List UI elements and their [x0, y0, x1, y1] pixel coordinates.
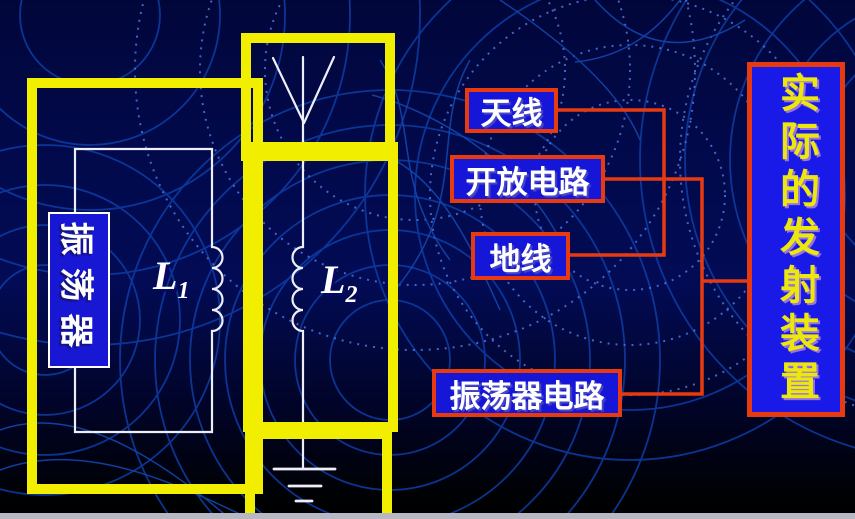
ground-callout-label: 地线 [489, 241, 552, 277]
coil-L2-label: L2 [321, 257, 358, 308]
open-circuit-callout: 开放电路 [450, 155, 605, 203]
ground-frame [245, 429, 392, 519]
antenna-wire-coil [291, 55, 305, 471]
oscillator-source-box: 振荡器 [48, 212, 110, 368]
antenna-callout-label: 天线 [480, 96, 543, 131]
antenna-callout: 天线 [465, 88, 558, 133]
antenna-frame [241, 33, 395, 161]
ground-symbol [272, 467, 337, 503]
actual-transmitter-device-label: 实际的发射装置 [774, 71, 819, 408]
oscillator-circuit-callout: 振荡器电路 [432, 369, 622, 417]
left-circuit-loop [73, 147, 224, 434]
slide-bottom-edge [0, 513, 855, 519]
open-circuit-callout-label: 开放电路 [465, 164, 590, 200]
oscillator-circuit-frame [27, 78, 263, 494]
antenna-to-ground-connector [556, 108, 666, 257]
coil-L1-label: L1 [153, 253, 190, 304]
antenna-symbol [271, 55, 336, 125]
ground-callout: 地线 [471, 232, 570, 280]
open-circuit-frame [243, 142, 398, 432]
open-circuit-to-oscillator-connector [603, 177, 704, 396]
actual-transmitter-device-box: 实际的发射装置 [747, 62, 845, 417]
oscillator-circuit-callout-label: 振荡器电路 [449, 378, 605, 414]
oscillator-source-label: 振荡器 [56, 221, 94, 359]
